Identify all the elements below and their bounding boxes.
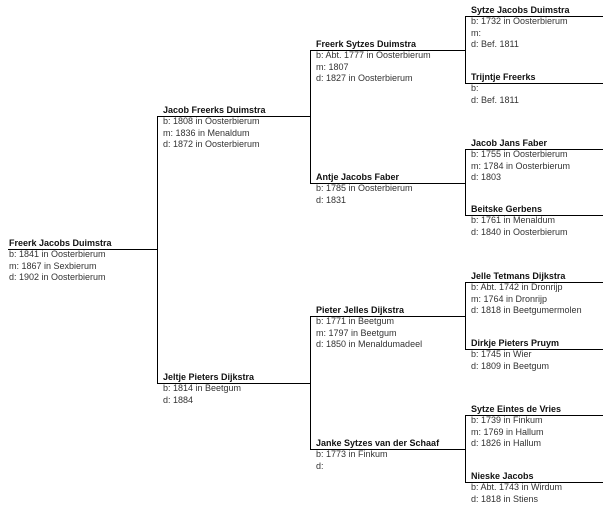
connector-line: [465, 149, 466, 216]
marriage-detail: m: 1867 in Sexbierum: [9, 260, 97, 271]
person-great-grandparent-7[interactable]: Sytze Eintes de Vries b: 1739 in Finkum …: [471, 403, 561, 450]
connector-line: [465, 415, 466, 483]
connector-line: [158, 116, 310, 117]
person-paternal-grandfather[interactable]: Freerk Sytzes Duimstra b: Abt. 1777 in O…: [316, 38, 431, 85]
birth-detail: b: 1814 in Beetgum: [163, 383, 242, 393]
marriage-detail: m:: [471, 27, 481, 38]
marriage-detail: m: 1769 in Hallum: [471, 426, 544, 437]
person-name: Janke Sytzes van der Schaaf: [316, 438, 440, 448]
person-great-grandparent-8[interactable]: Nieske Jacobs b: Abt. 1743 in Wirdum d: …: [471, 470, 562, 505]
person-name: Freerk Sytzes Duimstra: [316, 39, 417, 49]
death-detail: d:: [316, 460, 324, 471]
death-detail: d: 1850 in Menaldumadeel: [316, 339, 423, 349]
death-detail: d: 1818 in Stiens: [471, 493, 539, 504]
connector-line: [465, 415, 603, 416]
person-great-grandparent-5[interactable]: Jelle Tetmans Dijkstra b: Abt. 1742 in D…: [471, 270, 582, 317]
marriage-detail: m: 1836 in Menaldum: [163, 127, 250, 138]
person-great-grandparent-2[interactable]: Trijntje Freerks b: d: Bef. 1811: [471, 71, 536, 106]
person-root[interactable]: Freerk Jacobs Duimstra b: 1841 in Ooster…: [9, 237, 112, 284]
person-great-grandparent-1[interactable]: Sytze Jacobs Duimstra b: 1732 in Oosterb…: [471, 4, 570, 51]
connector-line: [157, 116, 158, 384]
connector-line: [158, 383, 310, 384]
person-name: Pieter Jelles Dijkstra: [316, 305, 405, 315]
connector-line: [310, 316, 311, 450]
connector-line: [465, 16, 466, 84]
death-detail: d: 1803: [471, 172, 502, 182]
person-maternal-grandmother[interactable]: Janke Sytzes van der Schaaf b: 1773 in F…: [316, 437, 439, 472]
person-paternal-grandmother[interactable]: Antje Jacobs Faber b: 1785 in Oosterbier…: [316, 171, 413, 206]
person-name: Jeltje Pieters Dijkstra: [163, 372, 255, 382]
death-detail: d: 1902 in Oosterbierum: [9, 272, 106, 282]
death-detail: d: 1818 in Beetgumermolen: [471, 305, 582, 315]
person-maternal-grandfather[interactable]: Pieter Jelles Dijkstra b: 1771 in Beetgu…: [316, 304, 422, 351]
death-detail: d: 1831: [316, 194, 347, 205]
death-detail: d: 1826 in Hallum: [471, 438, 542, 448]
birth-detail: b:: [471, 83, 479, 93]
birth-detail: b: 1808 in Oosterbierum: [163, 116, 260, 126]
birth-detail: b: 1841 in Oosterbierum: [9, 249, 106, 259]
death-detail: d: Bef. 1811: [471, 94, 519, 105]
connector-line: [310, 449, 465, 450]
person-name: Trijntje Freerks: [471, 72, 536, 82]
person-father[interactable]: Jacob Freerks Duimstra b: 1808 in Ooster…: [163, 104, 266, 151]
person-name: Nieske Jacobs: [471, 471, 534, 481]
person-name: Sytze Jacobs Duimstra: [471, 5, 570, 15]
birth-detail: b: 1785 in Oosterbierum: [316, 183, 413, 193]
birth-detail: b: 1755 in Oosterbierum: [471, 149, 568, 159]
connector-line: [465, 482, 603, 483]
connector-line: [465, 282, 603, 283]
connector-line: [465, 149, 603, 150]
marriage-detail: m: 1797 in Beetgum: [316, 327, 397, 338]
connector-line: [465, 215, 603, 216]
birth-detail: b: 1773 in Finkum: [316, 449, 388, 459]
person-name: Sytze Eintes de Vries: [471, 404, 562, 414]
connector-line: [310, 183, 465, 184]
person-mother[interactable]: Jeltje Pieters Dijkstra b: 1814 in Beetg…: [163, 371, 254, 406]
person-name: Beitske Gerbens: [471, 204, 543, 214]
connector-line: [465, 349, 603, 350]
death-detail: d: 1872 in Oosterbierum: [163, 139, 260, 149]
marriage-detail: m: 1807: [316, 61, 349, 72]
person-great-grandparent-6[interactable]: Dirkje Pieters Pruym b: 1745 in Wier d: …: [471, 337, 559, 372]
birth-detail: b: 1771 in Beetgum: [316, 316, 395, 326]
birth-detail: b: Abt. 1742 in Dronrijp: [471, 282, 563, 292]
birth-detail: b: 1739 in Finkum: [471, 415, 543, 425]
person-great-grandparent-4[interactable]: Beitske Gerbens b: 1761 in Menaldum d: 1…: [471, 203, 568, 238]
person-great-grandparent-3[interactable]: Jacob Jans Faber b: 1755 in Oosterbierum…: [471, 137, 570, 184]
connector-line: [8, 249, 158, 250]
connector-line: [465, 16, 603, 17]
connector-line: [310, 50, 465, 51]
connector-line: [310, 316, 465, 317]
death-detail: d: 1884: [163, 394, 194, 405]
birth-detail: b: 1732 in Oosterbierum: [471, 16, 568, 26]
person-name: Jelle Tetmans Dijkstra: [471, 271, 566, 281]
person-name: Antje Jacobs Faber: [316, 172, 400, 182]
death-detail: d: Bef. 1811: [471, 39, 519, 49]
birth-detail: b: 1745 in Wier: [471, 349, 532, 359]
death-detail: d: 1840 in Oosterbierum: [471, 226, 568, 237]
birth-detail: b: Abt. 1743 in Wirdum: [471, 482, 563, 492]
person-name: Jacob Freerks Duimstra: [163, 105, 266, 115]
person-name: Jacob Jans Faber: [471, 138, 548, 148]
birth-detail: b: Abt. 1777 in Oosterbierum: [316, 50, 431, 60]
connector-line: [310, 50, 311, 183]
marriage-detail: m: 1764 in Dronrijp: [471, 293, 548, 304]
marriage-detail: m: 1784 in Oosterbierum: [471, 160, 571, 171]
person-name: Freerk Jacobs Duimstra: [9, 238, 112, 248]
connector-line: [465, 83, 603, 84]
connector-line: [465, 282, 466, 350]
birth-detail: b: 1761 in Menaldum: [471, 215, 556, 225]
death-detail: d: 1809 in Beetgum: [471, 360, 550, 371]
death-detail: d: 1827 in Oosterbierum: [316, 73, 413, 83]
person-name: Dirkje Pieters Pruym: [471, 338, 560, 348]
